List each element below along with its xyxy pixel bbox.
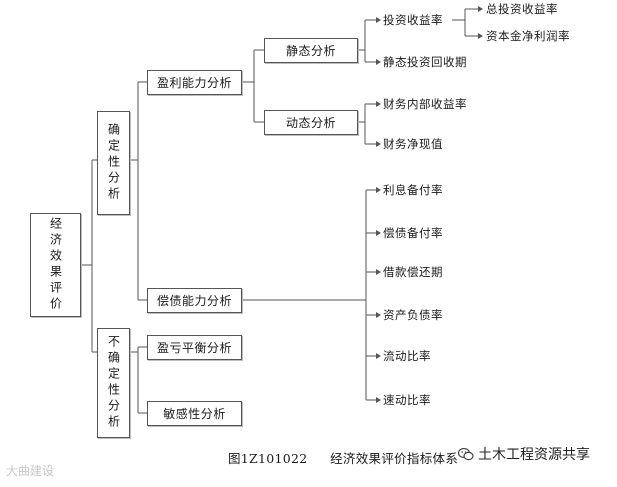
indicator-firr: 财务内部收益率 bbox=[383, 97, 467, 111]
breakeven-box: 盈亏平衡分析 bbox=[147, 335, 242, 360]
solvency-label: 偿债能力分析 bbox=[156, 293, 232, 308]
connector-solvency bbox=[242, 190, 367, 400]
indicator-loan-repayment-period: 借款偿还期 bbox=[383, 265, 443, 279]
root-box: 经济效果评价 bbox=[30, 213, 81, 317]
static-analysis-box: 静态分析 bbox=[264, 38, 358, 63]
sensitivity-label: 敏感性分析 bbox=[163, 406, 226, 421]
indicator-equity-profit-rate: 资本金净利润率 bbox=[486, 29, 570, 43]
figure-id: 图1Z101022 bbox=[228, 451, 308, 466]
indicator-fnpv: 财务净现值 bbox=[383, 137, 443, 151]
watermark-right-text: 土木工程资源共享 bbox=[478, 447, 590, 463]
connector-roi bbox=[452, 8, 478, 37]
indicator-debt-service-coverage: 偿债备付率 bbox=[383, 226, 443, 240]
dynamic-analysis-label: 动态分析 bbox=[285, 115, 336, 130]
watermark-left: 大曲建设 bbox=[6, 462, 54, 479]
figure-title: 经济效果评价指标体系 bbox=[330, 451, 459, 466]
watermark-right: 土木工程资源共享 bbox=[458, 444, 590, 464]
indicator-debt-asset-ratio: 资产负债率 bbox=[383, 308, 443, 322]
indicator-total-roi: 总投资收益率 bbox=[486, 2, 558, 16]
certain-analysis-label: 确定性分析 bbox=[106, 123, 121, 203]
indicator-quick-ratio: 速动比率 bbox=[383, 393, 431, 407]
watermark-left-text: 大曲建设 bbox=[6, 464, 55, 478]
connector-static bbox=[358, 19, 376, 63]
indicator-roi: 投资收益率 bbox=[383, 13, 443, 27]
dynamic-analysis-box: 动态分析 bbox=[264, 110, 358, 135]
connector-uncertain bbox=[130, 346, 147, 414]
connector-root bbox=[81, 159, 97, 353]
indicator-static-payback: 静态投资回收期 bbox=[383, 55, 467, 69]
indicator-interest-coverage: 利息备付率 bbox=[383, 183, 443, 197]
wechat-icon bbox=[458, 447, 474, 461]
uncertain-analysis-box: 不确定性分析 bbox=[97, 328, 130, 438]
connector-solvency-items bbox=[366, 189, 376, 401]
figure-caption: 图1Z101022 经济效果评价指标体系 bbox=[228, 448, 458, 467]
solvency-box: 偿债能力分析 bbox=[147, 288, 242, 313]
static-analysis-label: 静态分析 bbox=[285, 43, 336, 58]
breakeven-label: 盈亏平衡分析 bbox=[156, 340, 232, 355]
profitability-label: 盈利能力分析 bbox=[156, 75, 232, 90]
root-label: 经济效果评价 bbox=[48, 217, 63, 313]
indicator-current-ratio: 流动比率 bbox=[383, 349, 431, 363]
certain-analysis-box: 确定性分析 bbox=[97, 111, 130, 215]
sensitivity-box: 敏感性分析 bbox=[147, 401, 242, 426]
connector-certain bbox=[130, 81, 147, 301]
uncertain-analysis-label: 不确定性分析 bbox=[106, 335, 121, 431]
connector-dynamic bbox=[358, 103, 376, 145]
profitability-box: 盈利能力分析 bbox=[147, 70, 242, 95]
connector-profitability bbox=[242, 49, 264, 123]
